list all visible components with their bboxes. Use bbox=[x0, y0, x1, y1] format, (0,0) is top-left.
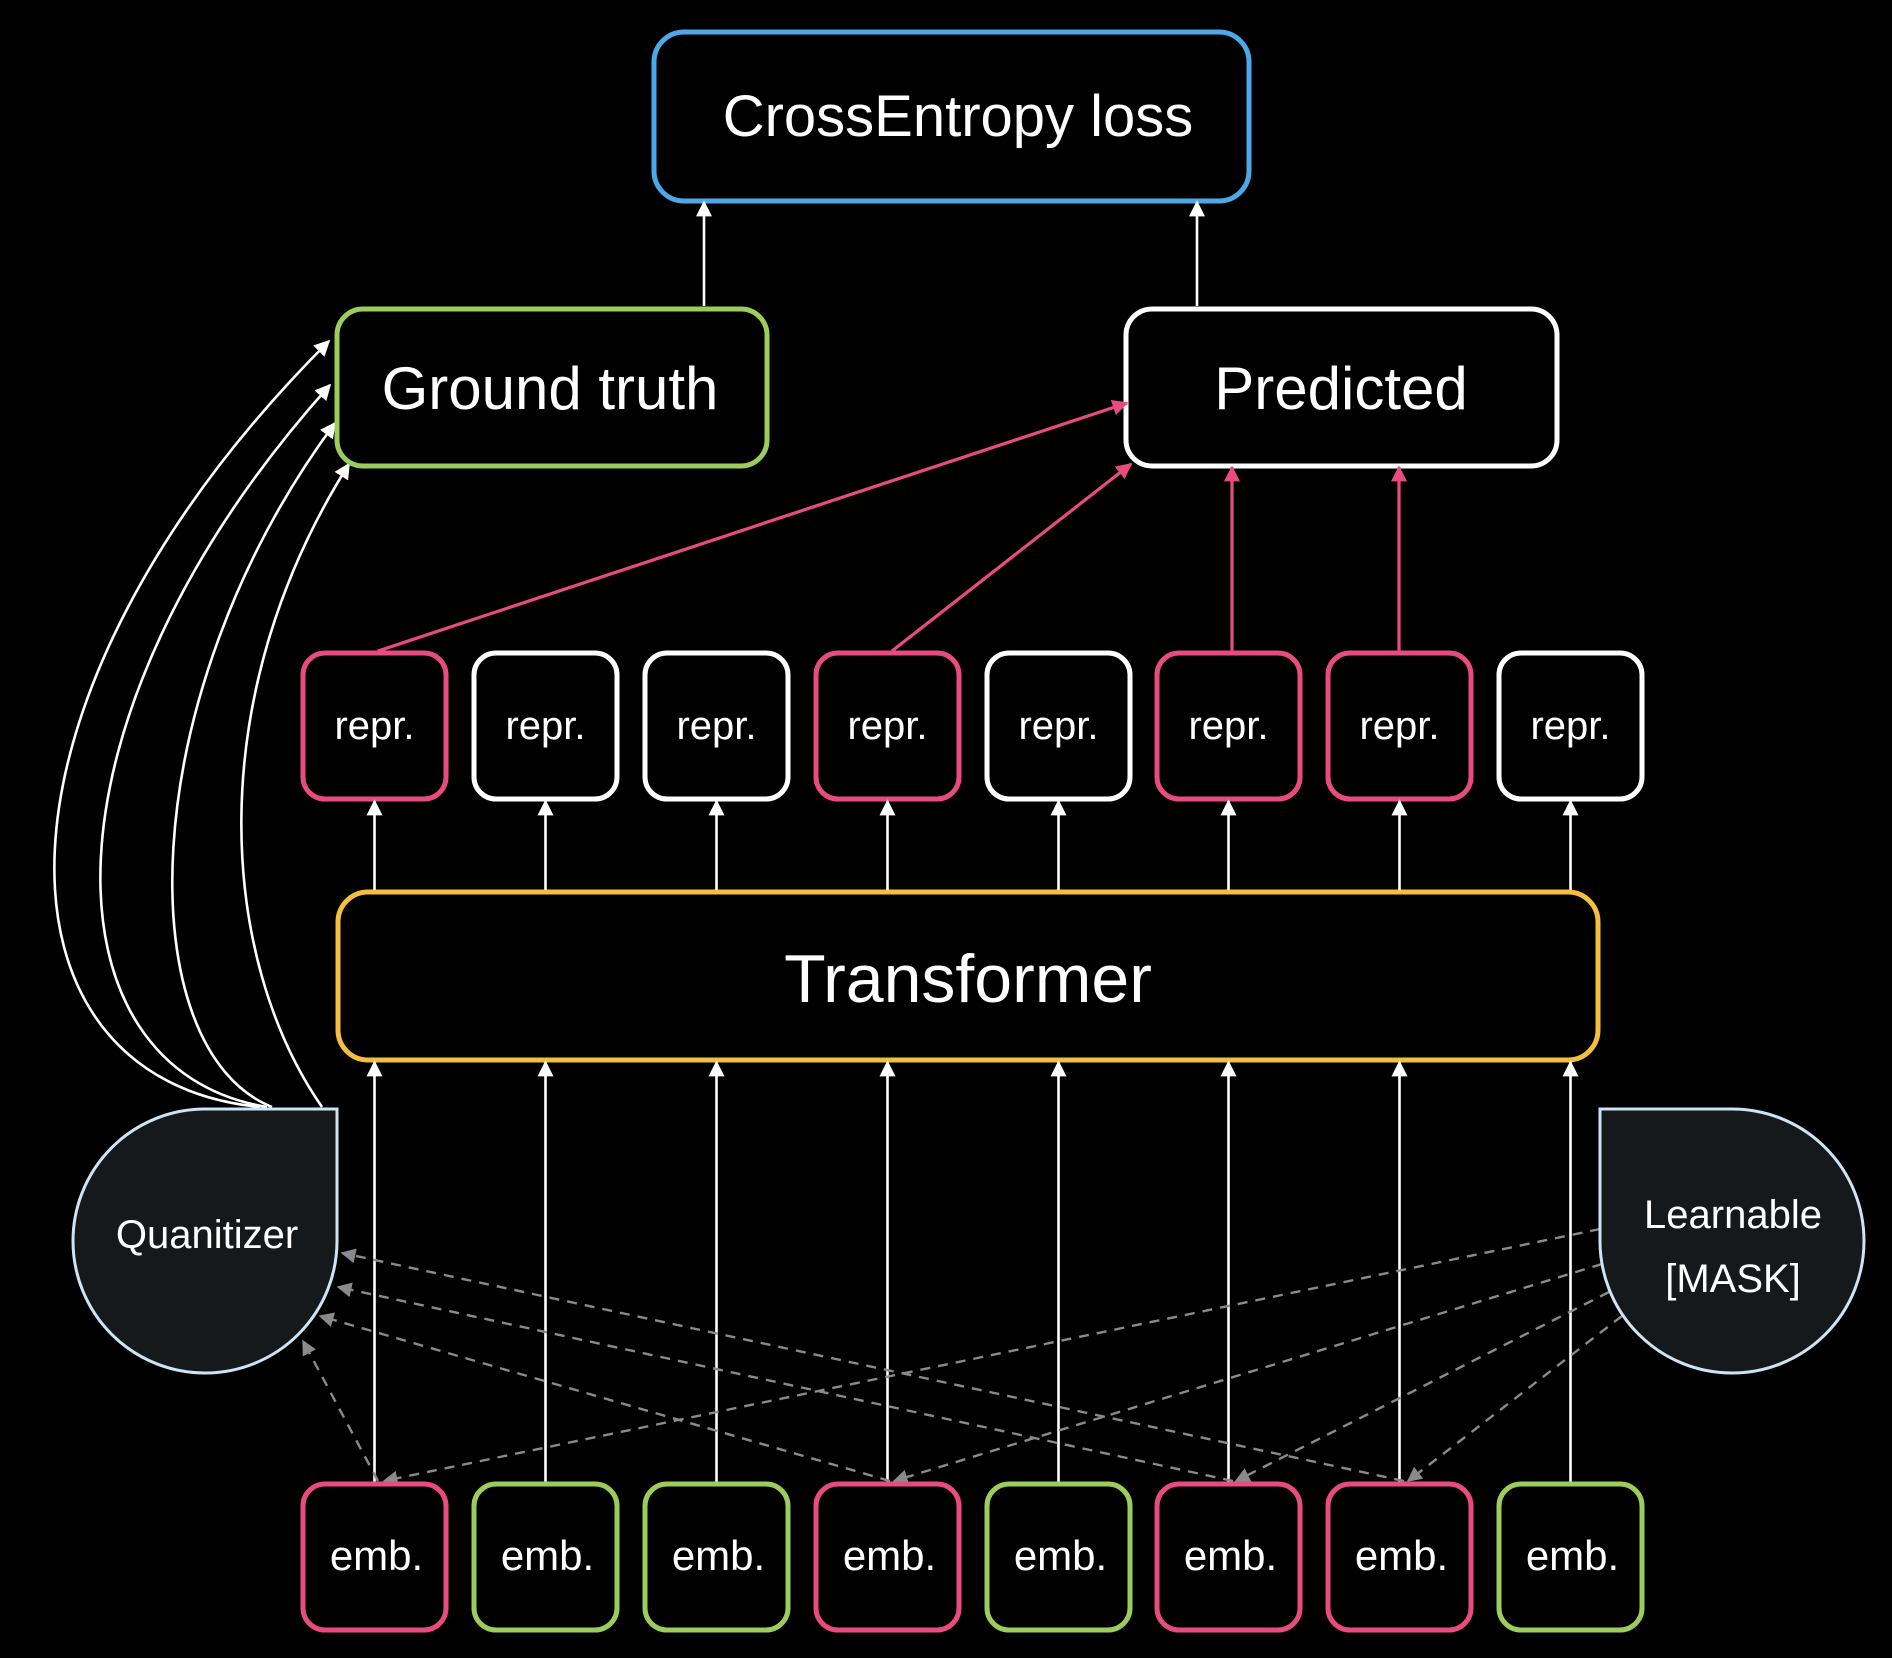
mask-to-emb-arrow bbox=[1406, 1315, 1623, 1482]
transformer-box bbox=[335, 889, 1601, 1063]
masked-repr-box bbox=[300, 650, 449, 802]
emb-to-quantizer-arrow bbox=[318, 1312, 891, 1483]
masked-arrow bbox=[891, 462, 1133, 653]
emb-box bbox=[1496, 1481, 1645, 1633]
repr-token: repr. bbox=[1325, 650, 1474, 802]
emb-box bbox=[984, 1481, 1133, 1633]
emb-to-quantizer-arrow bbox=[340, 1248, 1405, 1483]
emb-label: emb. bbox=[843, 1532, 936, 1579]
emb-row: emb. emb. emb. emb. emb. emb. emb. emb. bbox=[300, 1481, 1645, 1633]
repr-token: repr. bbox=[1496, 650, 1645, 802]
emb-label: emb. bbox=[501, 1532, 594, 1579]
masked-repr-to-predicted-arrows bbox=[377, 399, 1407, 653]
ground-truth-box bbox=[334, 306, 770, 469]
emb-label: emb. bbox=[1014, 1532, 1107, 1579]
emb-box bbox=[471, 1481, 620, 1633]
repr-token: repr. bbox=[984, 650, 1133, 802]
learnable-mask-label-line2: [MASK] bbox=[1665, 1257, 1801, 1301]
repr-label: repr. bbox=[1018, 704, 1098, 748]
quantizer-module bbox=[71, 1107, 339, 1375]
masked-emb-box bbox=[1325, 1481, 1474, 1633]
repr-row: repr. repr. repr. repr. repr. repr. repr. repr. bbox=[300, 650, 1645, 802]
mask-to-emb-arrow bbox=[382, 1227, 1601, 1486]
masked-emb-box bbox=[1154, 1481, 1303, 1633]
dashed-arrows bbox=[301, 1227, 1623, 1486]
masked-emb-box bbox=[813, 1481, 962, 1633]
repr-token: repr. bbox=[1154, 650, 1303, 802]
masked-emb-box bbox=[300, 1481, 449, 1633]
emb-token: emb. bbox=[300, 1481, 449, 1633]
crossentropy-loss-label: CrossEntropy loss bbox=[723, 84, 1194, 149]
emb-label: emb. bbox=[1355, 1532, 1448, 1579]
repr-box bbox=[984, 650, 1133, 802]
emb-token: emb. bbox=[1325, 1481, 1474, 1633]
masked-repr-box bbox=[1325, 650, 1474, 802]
repr-label: repr. bbox=[334, 704, 414, 748]
masked-repr-box bbox=[1154, 650, 1303, 802]
emb-label: emb. bbox=[1526, 1532, 1619, 1579]
predicted-box bbox=[1123, 306, 1560, 469]
predicted-label: Predicted bbox=[1214, 355, 1467, 422]
quantizer-curve-arrow bbox=[53, 339, 331, 1109]
emb-token: emb. bbox=[813, 1481, 962, 1633]
learnable-mask-module bbox=[1598, 1107, 1866, 1375]
quantizer-curve-arrow bbox=[240, 462, 351, 1108]
repr-label: repr. bbox=[1530, 704, 1610, 748]
masked-repr-box bbox=[813, 650, 962, 802]
repr-label: repr. bbox=[505, 704, 585, 748]
mask-to-emb-arrow bbox=[1234, 1290, 1610, 1483]
repr-token: repr. bbox=[642, 650, 791, 802]
repr-box bbox=[642, 650, 791, 802]
emb-token: emb. bbox=[1154, 1481, 1303, 1633]
repr-token: repr. bbox=[300, 650, 449, 802]
quantizer-curve-arrow bbox=[99, 383, 332, 1109]
quantizer-label: Quanitizer bbox=[116, 1213, 298, 1257]
emb-token: emb. bbox=[471, 1481, 620, 1633]
repr-label: repr. bbox=[1359, 704, 1439, 748]
emb-to-quantizer-arrow bbox=[301, 1339, 380, 1482]
emb-label: emb. bbox=[672, 1532, 765, 1579]
emb-token: emb. bbox=[984, 1481, 1133, 1633]
repr-label: repr. bbox=[1188, 704, 1268, 748]
emb-box bbox=[642, 1481, 791, 1633]
repr-token: repr. bbox=[471, 650, 620, 802]
repr-label: repr. bbox=[847, 704, 927, 748]
ground-truth-label: Ground truth bbox=[382, 355, 719, 422]
emb-token: emb. bbox=[642, 1481, 791, 1633]
repr-token: repr. bbox=[813, 650, 962, 802]
repr-box bbox=[471, 650, 620, 802]
quantizer-to-ground-truth-arrows bbox=[53, 339, 351, 1109]
mask-to-emb-arrow bbox=[892, 1262, 1603, 1485]
emb-token: emb. bbox=[1496, 1481, 1645, 1633]
learnable-mask-label-line1: Learnable bbox=[1644, 1193, 1822, 1237]
emb-label: emb. bbox=[1184, 1532, 1277, 1579]
transformer-label: Transformer bbox=[784, 941, 1152, 1017]
masked-arrow bbox=[377, 399, 1129, 653]
repr-box bbox=[1496, 650, 1645, 802]
crossentropy-loss-box bbox=[651, 29, 1252, 204]
emb-label: emb. bbox=[330, 1532, 423, 1579]
quantizer-curve-arrow bbox=[171, 421, 337, 1109]
repr-label: repr. bbox=[676, 704, 756, 748]
token-arrows bbox=[366, 799, 1579, 1482]
emb-to-quantizer-arrow bbox=[336, 1282, 1234, 1483]
